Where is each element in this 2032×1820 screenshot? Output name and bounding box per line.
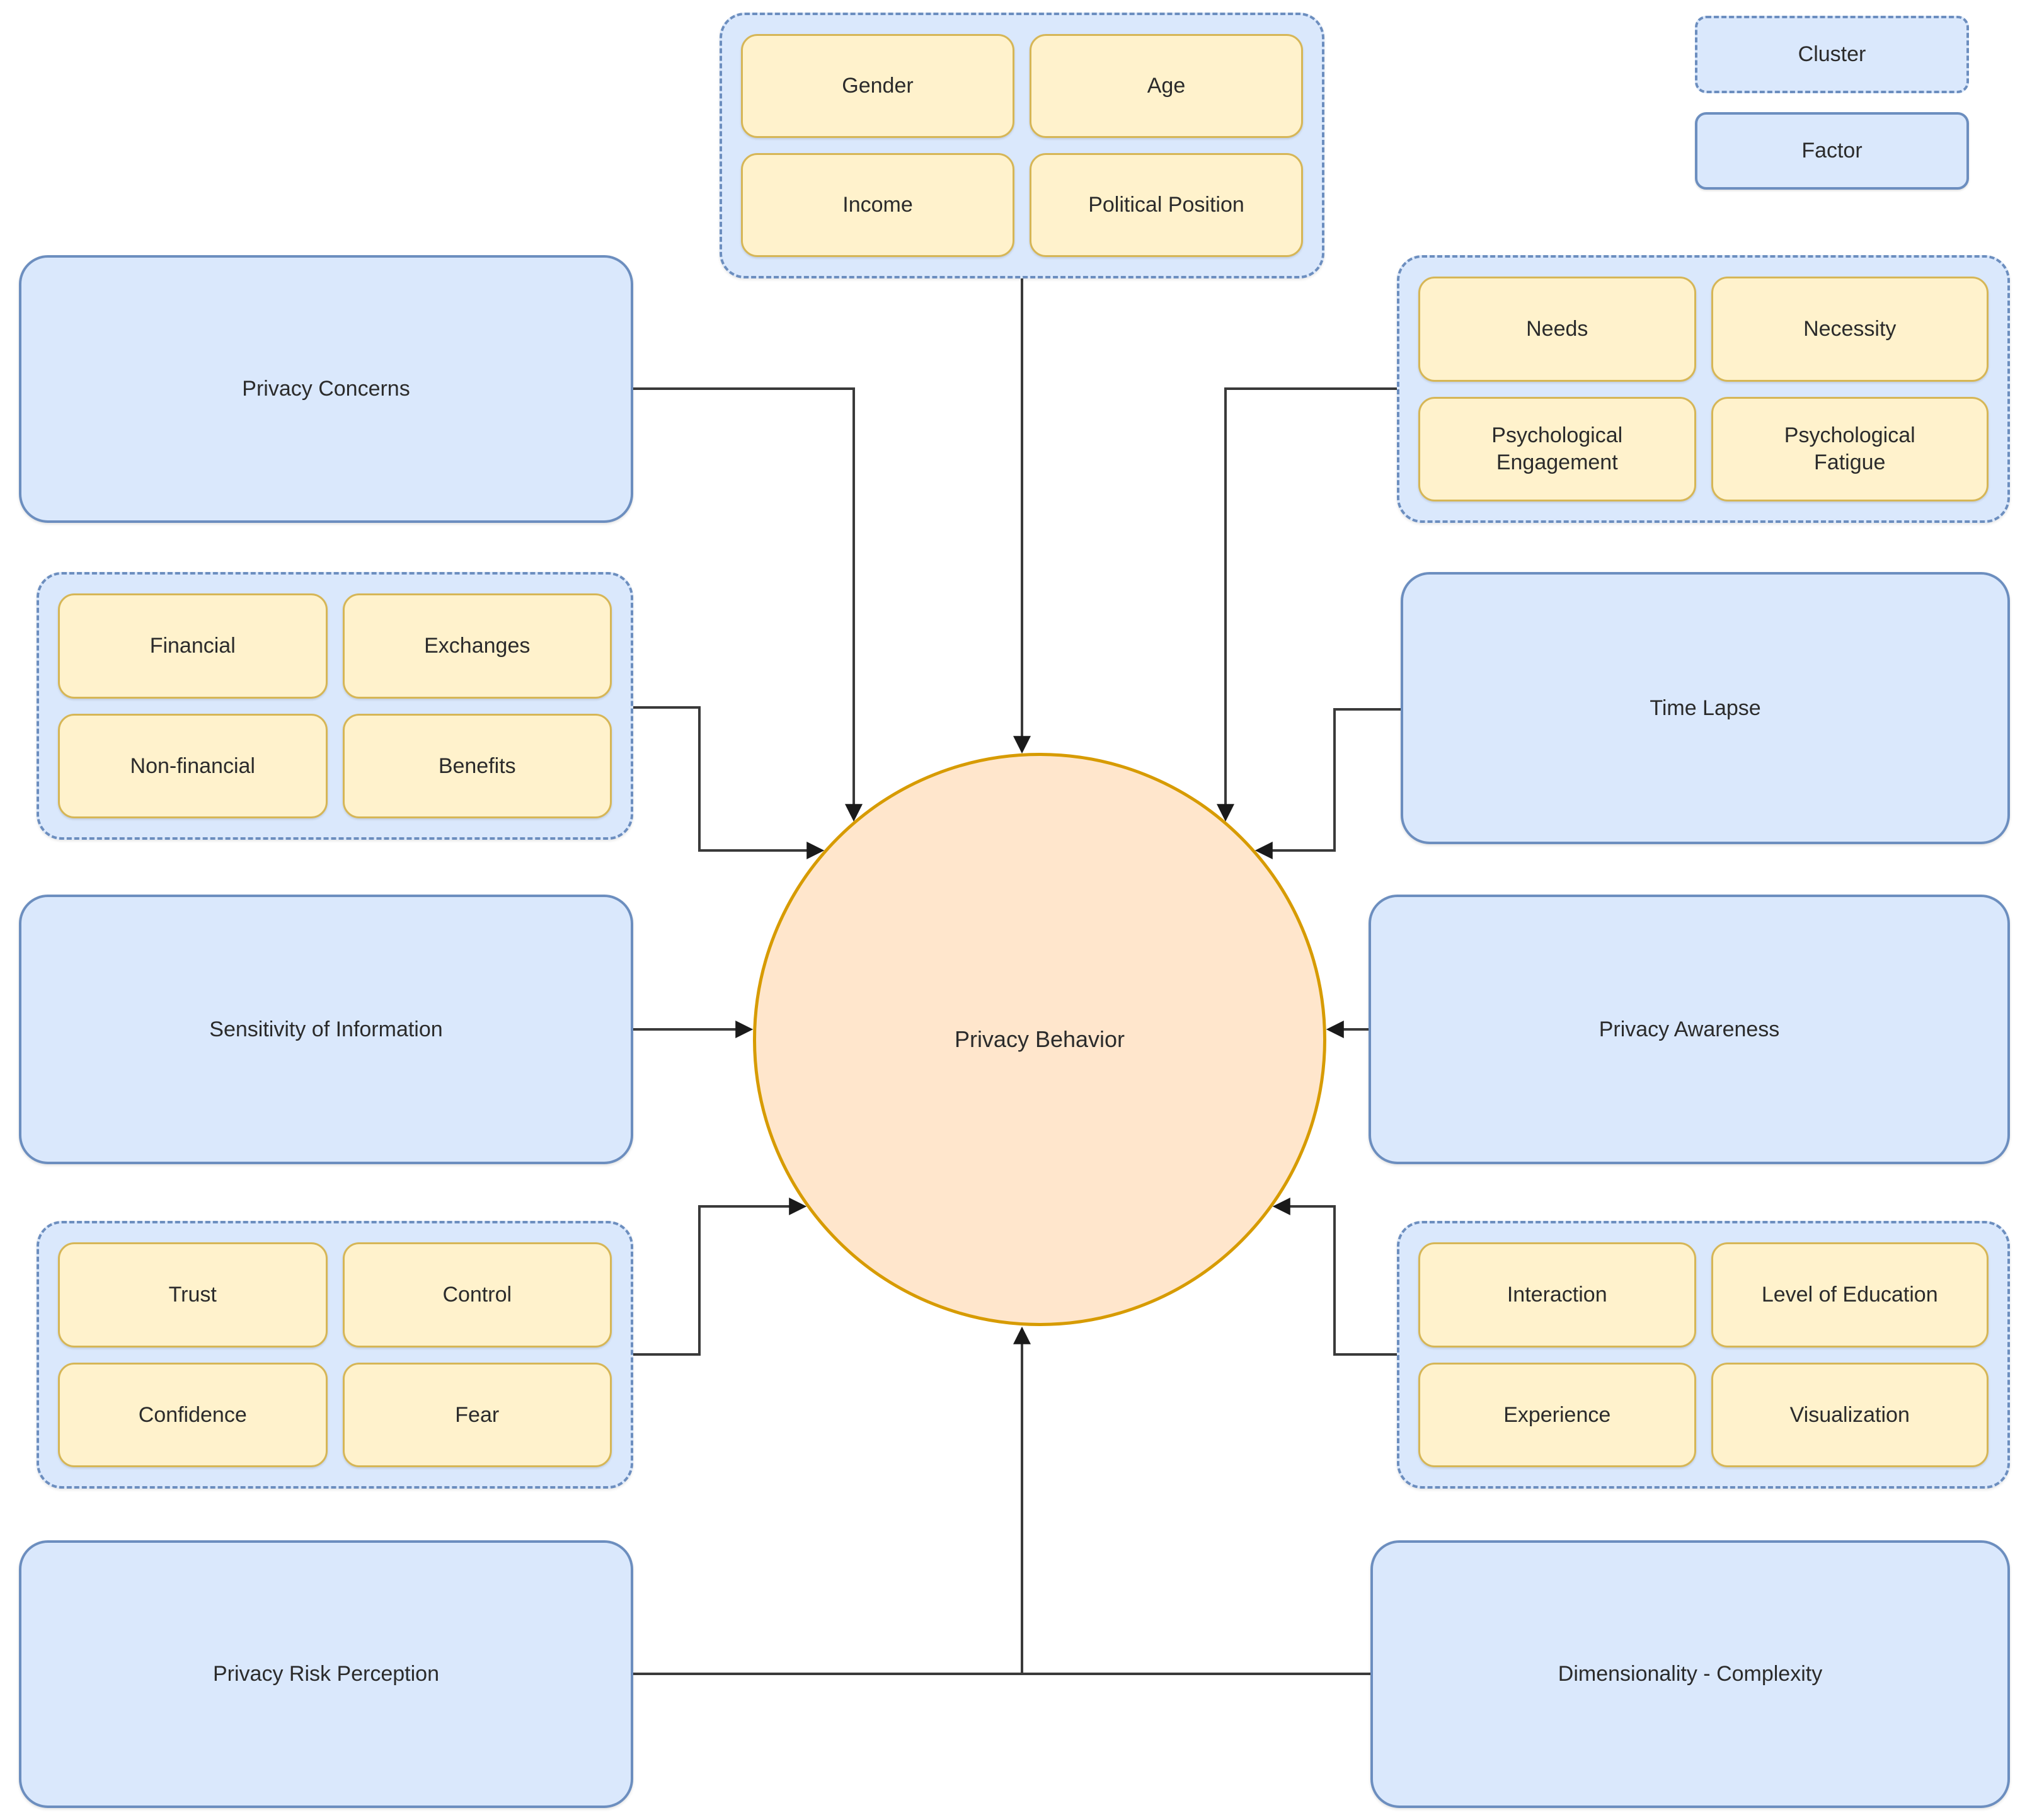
- chip-gender: Gender: [741, 34, 1014, 138]
- legend-cluster: Cluster: [1695, 16, 1969, 93]
- chip-gender-label: Gender: [842, 74, 914, 98]
- node-time-lapse: Time Lapse: [1401, 572, 2010, 844]
- edge-time-lapse-to-center: [1254, 708, 1401, 859]
- chip-benefits-label: Benefits: [438, 753, 516, 778]
- legend-factor: Factor: [1695, 112, 1969, 190]
- edge-experience-to-center: [1272, 1198, 1397, 1356]
- chip-control-label: Control: [442, 1283, 512, 1307]
- chip-psychological-fatigue-label: Psychological Fatigue: [1784, 423, 1915, 474]
- chip-political-position-label: Political Position: [1088, 193, 1244, 217]
- chip-income-label: Income: [842, 193, 913, 217]
- cluster-psychological: Needs Necessity Psychological Engagement…: [1397, 255, 2010, 523]
- cluster-exchange: Financial Exchanges Non-financial Benefi…: [37, 572, 633, 840]
- node-time-lapse-label: Time Lapse: [1650, 695, 1761, 720]
- chip-confidence-label: Confidence: [138, 1402, 247, 1427]
- chip-trust: Trust: [58, 1242, 328, 1348]
- node-privacy-risk-perception-label: Privacy Risk Perception: [212, 1662, 439, 1686]
- chip-fear: Fear: [342, 1362, 612, 1467]
- edge-attitudes-to-center: [633, 1198, 807, 1356]
- node-privacy-behavior-label: Privacy Behavior: [954, 1026, 1125, 1052]
- chip-financial-label: Financial: [149, 634, 236, 658]
- cluster-attitudes: Trust Control Confidence Fear: [37, 1221, 633, 1489]
- chip-age-label: Age: [1147, 74, 1186, 98]
- chip-experience-label: Experience: [1503, 1402, 1611, 1427]
- chip-interaction: Interaction: [1418, 1242, 1696, 1348]
- edge-privacy-concerns-to-center: [633, 387, 863, 822]
- chip-exchanges-label: Exchanges: [424, 634, 531, 658]
- chip-psychological-engagement: Psychological Engagement: [1418, 396, 1696, 501]
- chip-needs-label: Needs: [1526, 317, 1588, 341]
- cluster-experience: Interaction Level of Education Experienc…: [1397, 1221, 2010, 1489]
- chip-psychological-engagement-label: Psychological Engagement: [1491, 423, 1623, 474]
- node-sensitivity-of-information-label: Sensitivity of Information: [209, 1017, 443, 1041]
- cluster-demographics: Gender Age Income Political Position: [720, 13, 1324, 278]
- chip-financial: Financial: [58, 593, 328, 699]
- chip-level-of-education: Level of Education: [1711, 1242, 1989, 1348]
- node-privacy-concerns: Privacy Concerns: [19, 255, 633, 523]
- chip-non-financial: Non-financial: [58, 713, 328, 818]
- node-privacy-behavior: Privacy Behavior: [753, 753, 1326, 1326]
- chip-age: Age: [1030, 34, 1303, 138]
- node-privacy-awareness-label: Privacy Awareness: [1599, 1017, 1780, 1041]
- node-dimensionality-complexity: Dimensionality - Complexity: [1370, 1540, 2010, 1808]
- chip-exchanges: Exchanges: [342, 593, 612, 699]
- node-privacy-risk-perception: Privacy Risk Perception: [19, 1540, 633, 1808]
- edge-exchange-to-center: [633, 706, 825, 859]
- chip-necessity-label: Necessity: [1803, 317, 1897, 341]
- node-sensitivity-of-information: Sensitivity of Information: [19, 895, 633, 1164]
- chip-income: Income: [741, 153, 1014, 257]
- chip-necessity: Necessity: [1711, 277, 1989, 382]
- chip-control: Control: [342, 1242, 612, 1348]
- chip-needs: Needs: [1418, 277, 1696, 382]
- chip-trust-label: Trust: [168, 1283, 217, 1307]
- chip-benefits: Benefits: [342, 713, 612, 818]
- chip-confidence: Confidence: [58, 1362, 328, 1467]
- chip-fear-label: Fear: [455, 1402, 500, 1427]
- node-privacy-awareness: Privacy Awareness: [1369, 895, 2010, 1164]
- chip-political-position: Political Position: [1030, 153, 1303, 257]
- edge-psychological-to-center: [1217, 387, 1397, 822]
- chip-visualization-label: Visualization: [1789, 1402, 1910, 1427]
- node-dimensionality-complexity-label: Dimensionality - Complexity: [1558, 1662, 1823, 1686]
- chip-experience: Experience: [1418, 1362, 1696, 1467]
- node-privacy-concerns-label: Privacy Concerns: [242, 377, 410, 401]
- legend-factor-label: Factor: [1801, 139, 1863, 163]
- legend-cluster-label: Cluster: [1798, 42, 1866, 66]
- chip-visualization: Visualization: [1711, 1362, 1989, 1467]
- chip-non-financial-label: Non-financial: [130, 753, 255, 778]
- chip-psychological-fatigue: Psychological Fatigue: [1711, 396, 1989, 501]
- chip-level-of-education-label: Level of Education: [1761, 1283, 1938, 1307]
- chip-interaction-label: Interaction: [1507, 1283, 1607, 1307]
